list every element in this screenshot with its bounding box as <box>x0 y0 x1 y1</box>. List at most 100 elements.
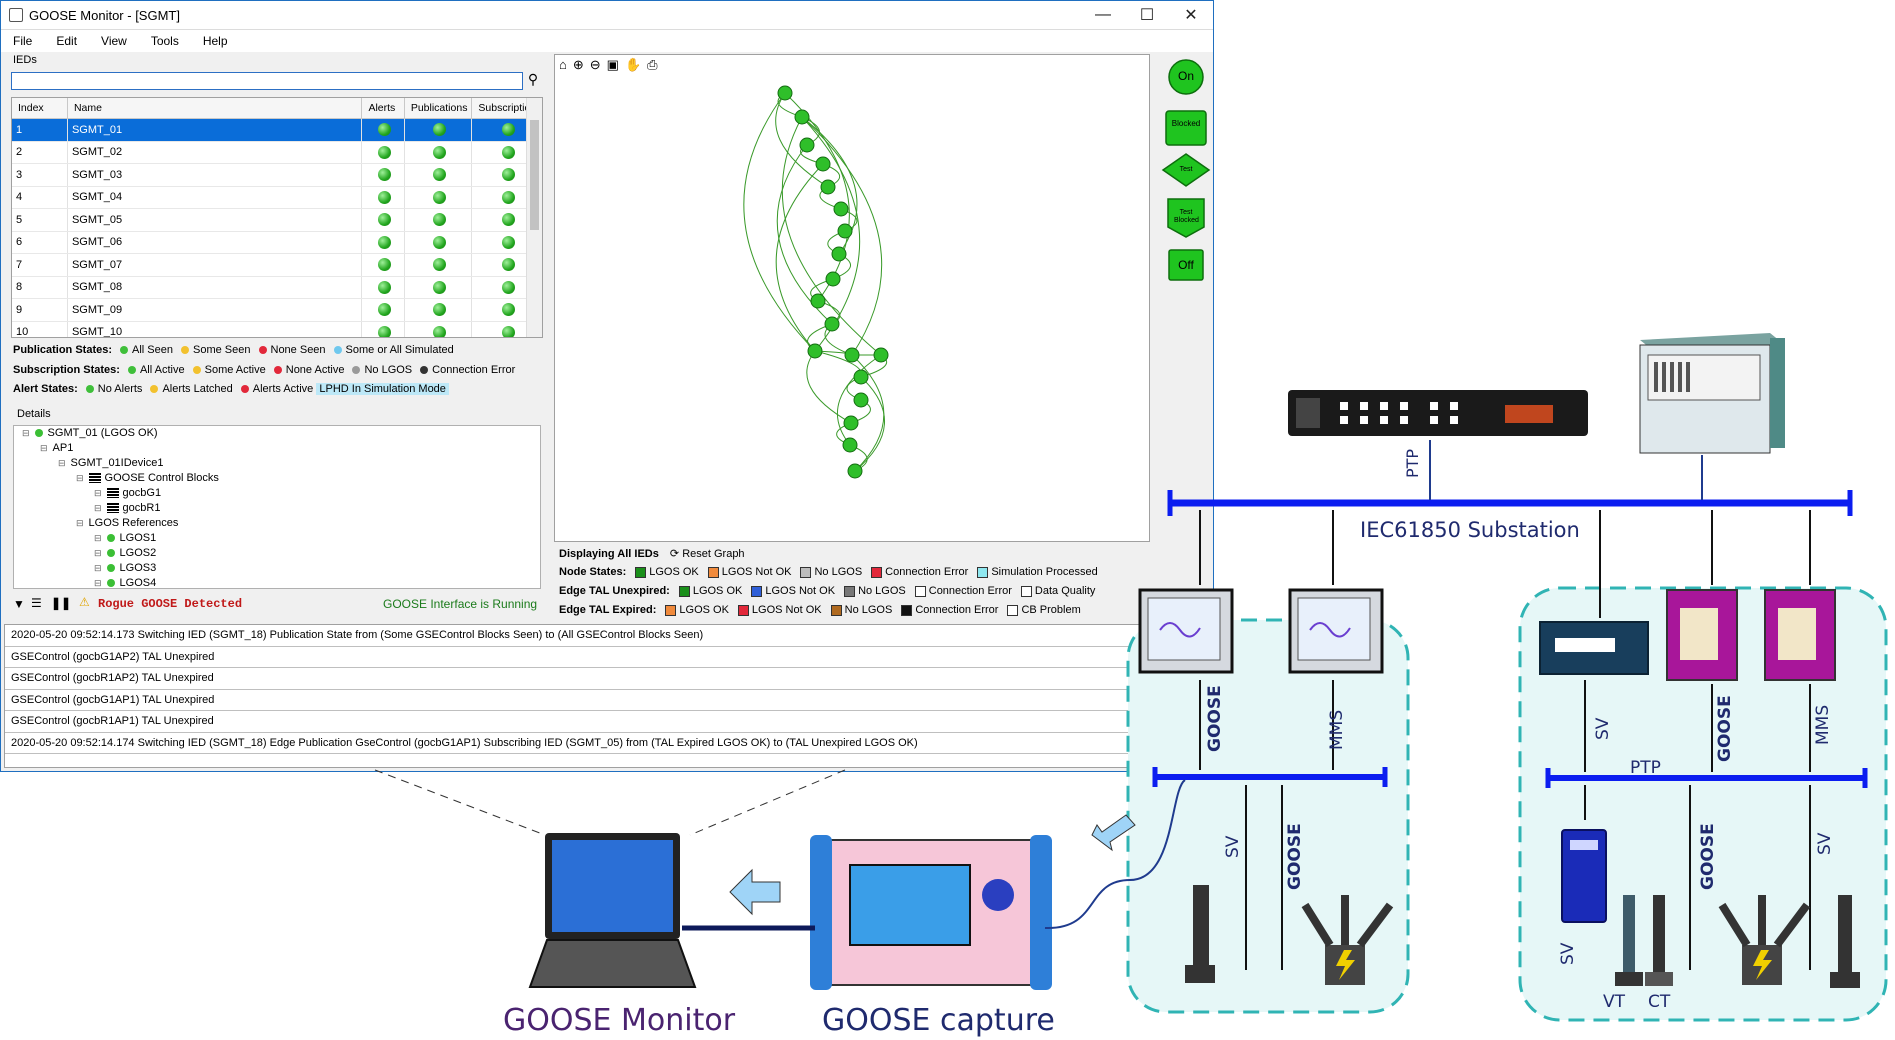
graph-edge[interactable] <box>781 116 882 356</box>
blocked-button[interactable] <box>1165 110 1207 146</box>
graph-node[interactable] <box>843 415 859 431</box>
graph-node[interactable] <box>833 201 849 217</box>
tree-node[interactable]: ⊟LGOS4 <box>14 576 540 591</box>
graph-node[interactable] <box>853 369 869 385</box>
graph-node[interactable] <box>810 293 826 309</box>
graph-node[interactable] <box>794 109 810 125</box>
ied-network-graph[interactable] <box>555 79 1149 539</box>
menu-file[interactable]: File <box>13 34 33 48</box>
expand-icon[interactable]: ⊟ <box>94 533 102 543</box>
graph-node[interactable] <box>842 437 858 453</box>
expand-icon[interactable]: ⊟ <box>94 578 102 588</box>
graph-node[interactable] <box>824 316 840 332</box>
graph-node[interactable] <box>820 179 836 195</box>
ied-search-input[interactable] <box>11 72 523 90</box>
fit-icon[interactable]: ▣ <box>606 57 625 72</box>
zoom-out-icon[interactable]: ⊖ <box>589 57 607 72</box>
expand-icon[interactable]: ⊟ <box>94 488 102 498</box>
graph-edge[interactable] <box>801 116 858 255</box>
expand-icon[interactable]: ⊟ <box>94 503 102 513</box>
graph-edge[interactable] <box>743 92 816 352</box>
minimize-button[interactable]: — <box>1095 6 1111 23</box>
ied-table-scrollbar[interactable] <box>526 98 542 337</box>
search-icon[interactable]: ⚲ <box>527 71 539 87</box>
expand-icon[interactable]: ⊟ <box>22 428 30 438</box>
tree-node[interactable]: ⊟SGMT_01 (LGOS OK) <box>14 426 540 441</box>
column-header-subscriptions[interactable]: Subscriptions <box>471 98 542 119</box>
menu-tools[interactable]: Tools <box>150 34 179 48</box>
menu-edit[interactable]: Edit <box>56 34 78 48</box>
graph-edge[interactable] <box>775 92 829 188</box>
graph-node[interactable] <box>847 463 863 479</box>
log-entry[interactable]: GSEControl (gocbR1AP2) TAL Unexpired <box>5 668 1212 690</box>
expand-icon[interactable]: ⊟ <box>94 548 102 558</box>
graph-node[interactable] <box>844 347 860 363</box>
column-header-publications[interactable]: Publications <box>404 98 473 119</box>
tree-node[interactable]: ⊟SGMT_01IDevice1 <box>14 456 540 471</box>
print-icon[interactable]: ⎙ <box>647 57 664 72</box>
pause-icon[interactable]: ❚❚ <box>51 596 72 610</box>
tree-node[interactable]: ⊟LGOS References <box>14 516 540 531</box>
graph-edge[interactable] <box>806 350 852 424</box>
zoom-in-icon[interactable]: ⊕ <box>572 57 590 72</box>
graph-node[interactable] <box>853 392 869 408</box>
tree-node[interactable]: ⊟LGOS3 <box>14 561 540 576</box>
list-icon[interactable]: ☰ <box>31 596 42 610</box>
log-entry[interactable]: GSEControl (gocbR1AP1) TAL Unexpired <box>5 711 1212 733</box>
tree-node[interactable]: ⊟AP1 <box>14 441 540 456</box>
column-header-name[interactable]: Name <box>67 98 363 119</box>
graph-edge[interactable] <box>784 92 850 302</box>
column-header-index[interactable]: Index <box>12 98 68 119</box>
reset-graph-icon[interactable]: ⟳ <box>669 548 680 560</box>
tree-node[interactable]: ⊟gocbG1 <box>14 486 540 501</box>
off-button[interactable] <box>1168 249 1204 281</box>
column-header-alerts[interactable]: Alerts <box>361 98 405 119</box>
graph-edge[interactable] <box>836 354 882 446</box>
tree-node[interactable]: ⊟gocbR1 <box>14 501 540 516</box>
test-blocked-button[interactable] <box>1167 198 1205 238</box>
home-icon[interactable]: ⌂ <box>559 57 573 72</box>
graph-node[interactable] <box>777 85 793 101</box>
graph-node[interactable] <box>807 343 823 359</box>
graph-edge[interactable] <box>775 163 824 352</box>
expand-icon[interactable]: ⊟ <box>76 473 84 483</box>
maximize-button[interactable]: ☐ <box>1139 7 1155 24</box>
close-button[interactable]: ✕ <box>1184 7 1198 24</box>
log-entry[interactable]: GSEControl (gocbG1AP2) TAL Unexpired <box>5 647 1212 668</box>
on-button[interactable] <box>1168 59 1204 95</box>
test-button[interactable] <box>1161 153 1211 187</box>
log-entry[interactable]: GSEControl (gocbG1AP1) TAL Unexpired <box>5 690 1212 711</box>
expand-icon[interactable]: ⊟ <box>40 443 48 453</box>
filter-icon[interactable]: ▼ <box>13 597 25 611</box>
expand-icon[interactable]: ⊟ <box>58 458 66 468</box>
graph-node[interactable] <box>837 223 853 239</box>
tree-node[interactable]: ⊟LGOS1 <box>14 531 540 546</box>
log-entry[interactable]: 2020-05-20 09:52:14.174 Switching IED (S… <box>5 733 1212 754</box>
expand-icon[interactable]: ⊟ <box>76 518 84 528</box>
graph-edge[interactable] <box>854 376 885 472</box>
pan-icon[interactable]: ✋ <box>624 57 648 72</box>
graph-node[interactable] <box>873 347 889 363</box>
log-entry[interactable]: 2020-05-20 09:52:14.173 Switching IED (S… <box>5 625 1212 647</box>
menu-help[interactable]: Help <box>202 34 228 48</box>
graph-node[interactable] <box>831 246 847 262</box>
graph-node[interactable] <box>825 271 841 287</box>
scrollbar-thumb[interactable] <box>530 120 539 230</box>
menu-view[interactable]: View <box>101 34 127 48</box>
tree-node[interactable]: ⊟LGOS2 <box>14 546 540 561</box>
graph-edge[interactable] <box>801 116 883 356</box>
tree-node[interactable]: ⊟GOOSE Control Blocks <box>14 471 540 486</box>
expand-icon[interactable]: ⊟ <box>94 563 102 573</box>
reset-graph-button[interactable]: Reset Graph <box>682 548 745 560</box>
graph-node[interactable] <box>815 156 831 172</box>
